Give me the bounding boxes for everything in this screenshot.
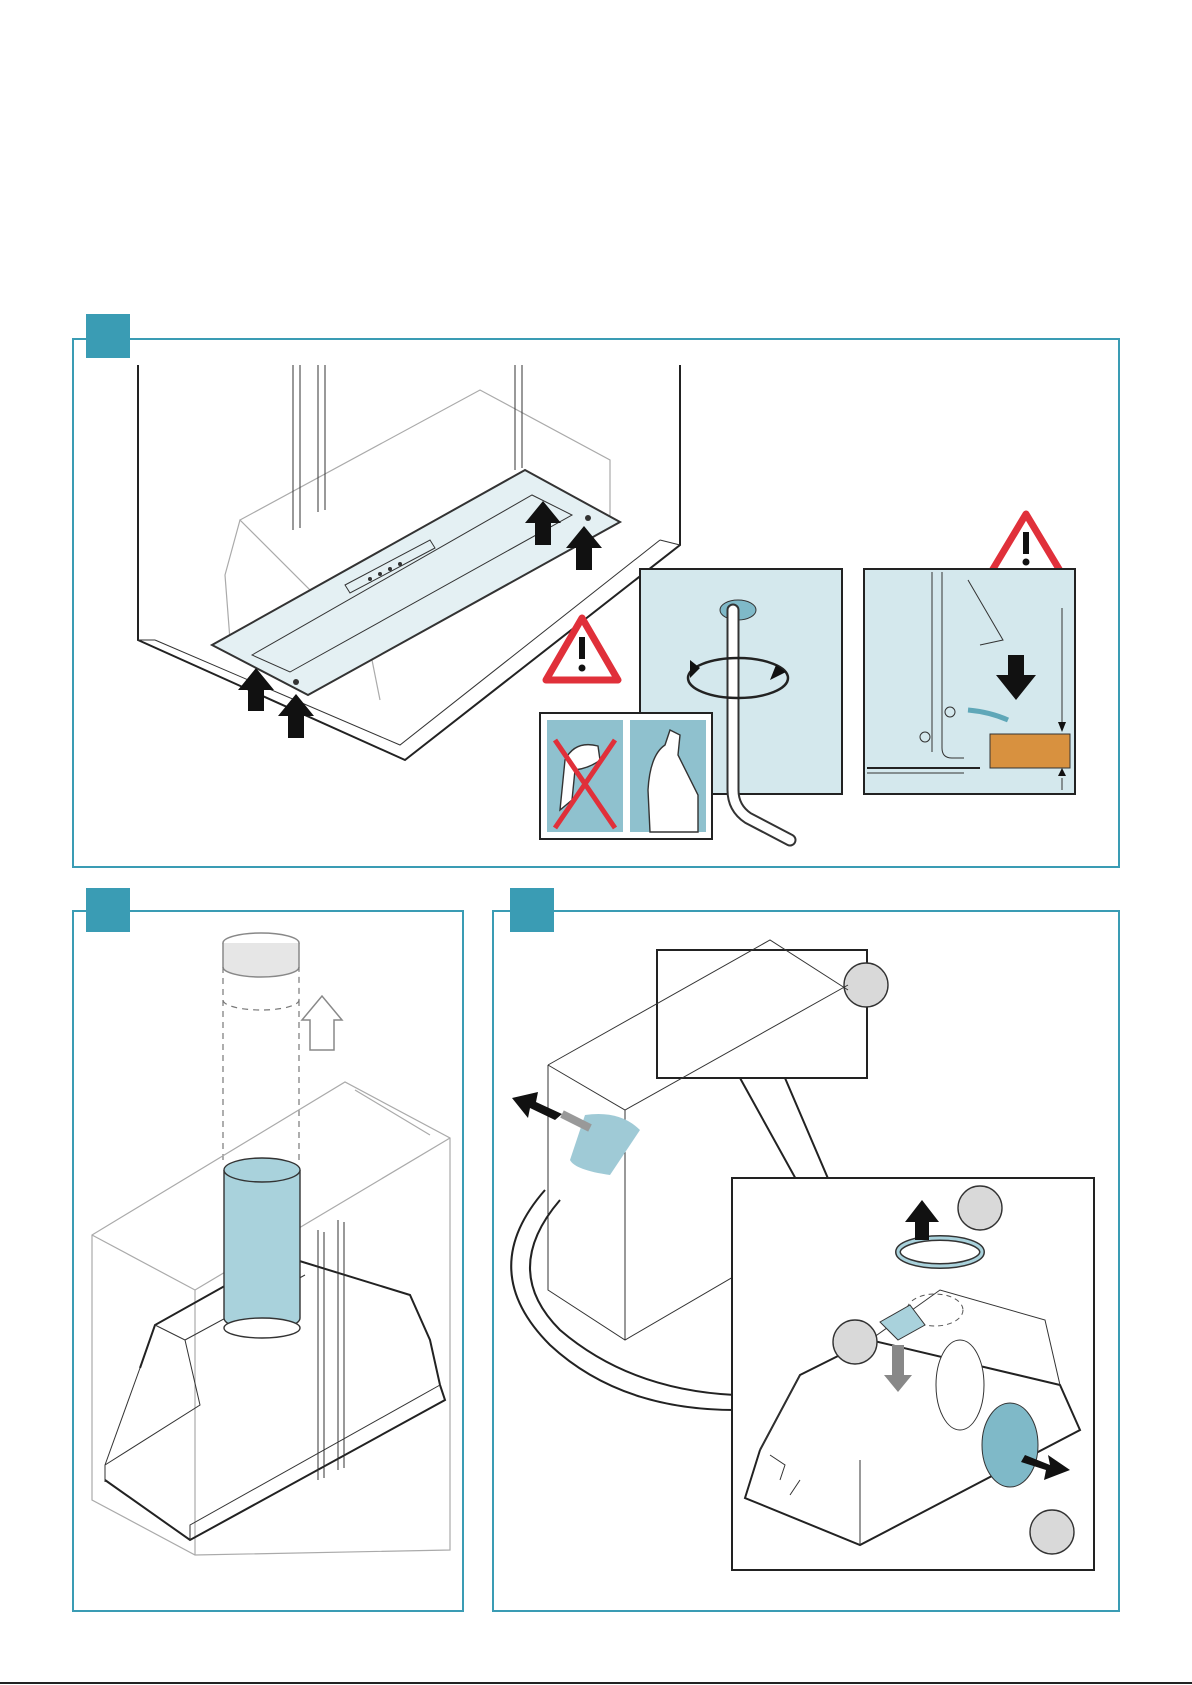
rotate-arrow: [511, 1190, 735, 1410]
callout-circle: [844, 963, 888, 1007]
detail-zoom: [732, 1178, 1094, 1570]
push-arrow-3: [512, 1092, 590, 1128]
page-footer-line: [0, 1682, 1192, 1684]
